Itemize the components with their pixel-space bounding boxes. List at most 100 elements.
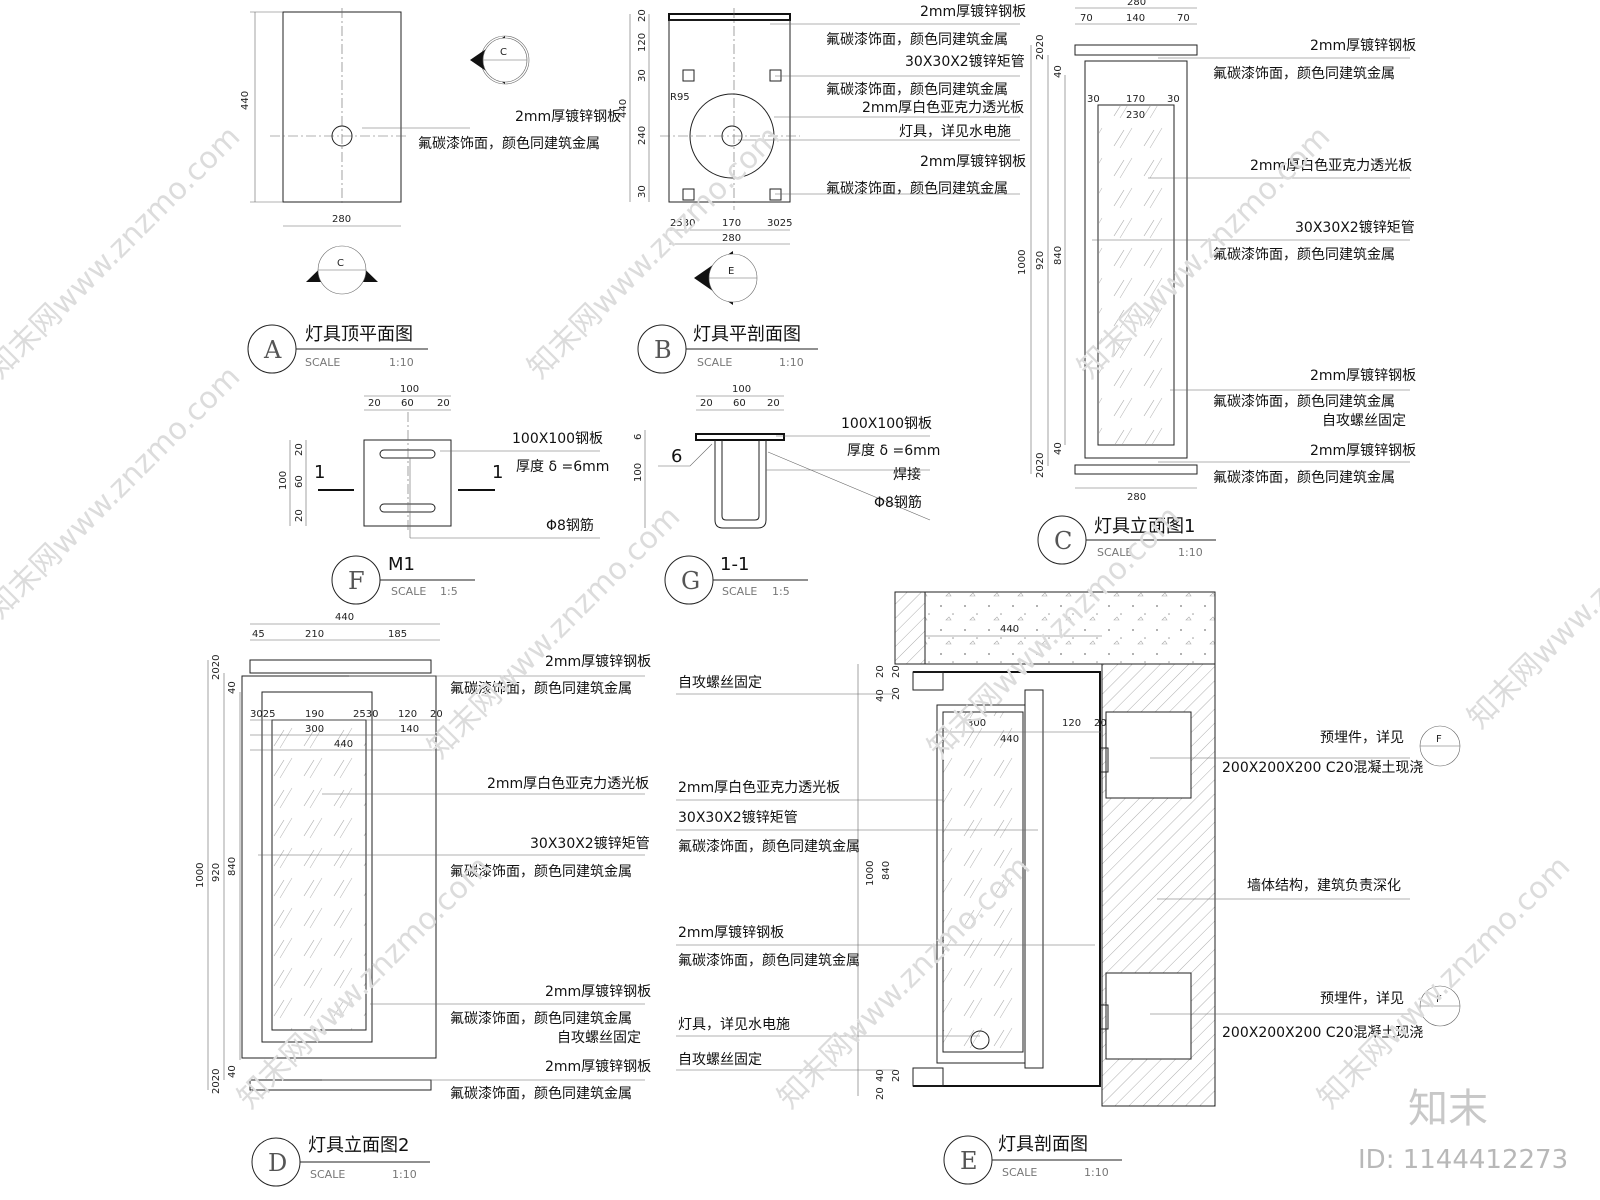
svg-text:1:5: 1:5	[440, 585, 458, 598]
svg-text:1000: 1000	[195, 863, 206, 888]
svg-text:预埋件，详见: 预埋件，详见	[1320, 730, 1404, 746]
svg-text:灯具，详见水电施: 灯具，详见水电施	[899, 124, 1011, 140]
svg-text:Φ8钢筋: Φ8钢筋	[546, 517, 594, 534]
svg-text:20: 20	[437, 398, 450, 409]
svg-text:60: 60	[401, 398, 414, 409]
svg-text:120: 120	[398, 709, 417, 720]
svg-text:2mm厚白色亚克力透光板: 2mm厚白色亚克力透光板	[862, 99, 1024, 116]
dims-d-top: 440 45 210 185 3025 190 2530 120 20 300 …	[250, 612, 443, 751]
svg-text:230: 230	[1126, 110, 1145, 121]
svg-text:SCALE: SCALE	[697, 356, 732, 369]
svg-text:预埋件，详见: 预埋件，详见	[1320, 991, 1404, 1007]
svg-text:440: 440	[1000, 624, 1019, 635]
view-f-m1: 1 1 100 20 60 20 20 60 20 100 100X100钢板 …	[278, 384, 609, 605]
title-b: 灯具平剖面图	[693, 324, 801, 345]
svg-text:20: 20	[891, 687, 902, 700]
title-d: 灯具立面图2	[308, 1135, 409, 1156]
svg-text:60: 60	[733, 398, 746, 409]
leaders-c	[1092, 57, 1410, 463]
svg-text:氟碳漆饰面，颜色同建筑金属: 氟碳漆饰面，颜色同建筑金属	[826, 81, 1008, 98]
svg-text:30: 30	[1167, 94, 1180, 105]
lamp-bulb	[970, 1030, 990, 1050]
svg-text:120: 120	[1062, 718, 1081, 729]
svg-text:40: 40	[1053, 442, 1064, 455]
svg-text:2mm厚镀锌钢板: 2mm厚镀锌钢板	[678, 924, 784, 941]
note-a-1: 2mm厚镀锌钢板	[515, 108, 621, 125]
svg-text:100: 100	[400, 384, 419, 395]
embed-block-top	[1105, 711, 1192, 799]
svg-text:440: 440	[334, 739, 353, 750]
svg-text:1:5: 1:5	[772, 585, 790, 598]
svg-text:300: 300	[967, 718, 986, 729]
svg-text:1:10: 1:10	[779, 356, 804, 369]
leaders-e	[676, 693, 1410, 1071]
svg-text:自攻螺丝固定: 自攻螺丝固定	[1322, 413, 1406, 429]
image-id: ID: 1144412273	[1358, 1145, 1568, 1175]
svg-text:40: 40	[227, 1065, 238, 1078]
svg-text:280: 280	[1127, 0, 1146, 8]
svg-text:氟碳漆饰面，颜色同建筑金属: 氟碳漆饰面，颜色同建筑金属	[450, 1085, 632, 1102]
svg-text:2530: 2530	[353, 709, 378, 720]
section-mark-c-bottom: C	[306, 245, 378, 295]
note-a-2: 氟碳漆饰面，颜色同建筑金属	[418, 135, 600, 152]
svg-text:140: 140	[1126, 13, 1145, 24]
svg-text:20: 20	[430, 709, 443, 720]
svg-text:280: 280	[722, 233, 741, 244]
svg-text:30X30X2镀锌矩管: 30X30X2镀锌矩管	[530, 835, 650, 852]
leaders-d	[258, 675, 645, 1081]
svg-text:2020: 2020	[1035, 35, 1046, 60]
svg-text:440: 440	[1000, 734, 1019, 745]
svg-text:2020: 2020	[211, 655, 222, 680]
svg-text:440: 440	[618, 99, 629, 118]
svg-text:厚度 δ =6mm: 厚度 δ =6mm	[847, 443, 940, 459]
title-g: 1-1	[720, 554, 749, 575]
svg-text:1:10: 1:10	[392, 1168, 417, 1181]
svg-text:20: 20	[875, 1087, 886, 1100]
svg-text:20: 20	[891, 665, 902, 678]
svg-text:G: G	[681, 567, 700, 595]
svg-text:30X30X2镀锌矩管: 30X30X2镀锌矩管	[1295, 219, 1415, 236]
svg-text:30X30X2镀锌矩管: 30X30X2镀锌矩管	[678, 809, 798, 826]
svg-text:1000: 1000	[1017, 250, 1028, 275]
view-e-section: 440 300 120 20 440 1000 840 20 20 40 20 …	[676, 591, 1461, 1185]
section-mark-c-top: C	[470, 35, 530, 85]
svg-text:氟碳漆饰面，颜色同建筑金属: 氟碳漆饰面，颜色同建筑金属	[826, 180, 1008, 197]
dims-c-left: 1000 920 840 2020 40 40 2020	[1017, 35, 1066, 478]
svg-text:B: B	[654, 336, 672, 364]
svg-text:R95: R95	[670, 92, 690, 103]
lamp-hole	[331, 125, 353, 147]
view-d-elevation-2: 440 45 210 185 3025 190 2530 120 20 300 …	[195, 612, 651, 1187]
svg-text:SCALE: SCALE	[722, 585, 757, 598]
svg-text:185: 185	[388, 629, 407, 640]
svg-text:40: 40	[1053, 65, 1064, 78]
svg-text:2mm厚镀锌钢板: 2mm厚镀锌钢板	[1310, 367, 1416, 384]
svg-text:2mm厚镀锌钢板: 2mm厚镀锌钢板	[545, 1058, 651, 1075]
svg-text:F: F	[348, 567, 365, 595]
svg-text:1:10: 1:10	[1084, 1166, 1109, 1179]
svg-text:20: 20	[1094, 718, 1107, 729]
svg-text:170: 170	[722, 218, 741, 229]
svg-text:440: 440	[335, 612, 354, 623]
svg-text:1:10: 1:10	[1178, 546, 1203, 559]
svg-text:210: 210	[305, 629, 324, 640]
view-c-elevation-1: 280 70 140 70 30 170 30 230 280 1000 920…	[1017, 0, 1416, 565]
svg-text:200X200X200 C20混凝土现浇: 200X200X200 C20混凝土现浇	[1222, 1025, 1423, 1041]
svg-text:140: 140	[400, 724, 419, 735]
dims-f: 100 20 60 20 20 60 20 100	[278, 384, 451, 526]
svg-text:30: 30	[1087, 94, 1100, 105]
svg-text:氟碳漆饰面，颜色同建筑金属: 氟碳漆饰面，颜色同建筑金属	[678, 838, 860, 855]
svg-text:SCALE: SCALE	[1097, 546, 1132, 559]
svg-text:E: E	[728, 266, 734, 277]
svg-text:3025: 3025	[250, 709, 275, 720]
svg-text:2mm厚镀锌钢板: 2mm厚镀锌钢板	[1310, 442, 1416, 459]
svg-text:SCALE: SCALE	[310, 1168, 345, 1181]
svg-text:2mm厚镀锌钢板: 2mm厚镀锌钢板	[545, 983, 651, 1000]
svg-text:3025: 3025	[767, 218, 792, 229]
view-g-section-1-1: 100 20 60 20 6 100 6 100X100钢板 厚度 δ =6mm…	[633, 384, 940, 605]
svg-text:2mm厚白色亚克力透光板: 2mm厚白色亚克力透光板	[487, 775, 649, 792]
title-e: 灯具剖面图	[998, 1134, 1088, 1155]
svg-text:40: 40	[875, 689, 886, 702]
svg-text:20: 20	[368, 398, 381, 409]
svg-text:Φ8钢筋: Φ8钢筋	[874, 494, 922, 511]
svg-text:6: 6	[633, 434, 644, 440]
